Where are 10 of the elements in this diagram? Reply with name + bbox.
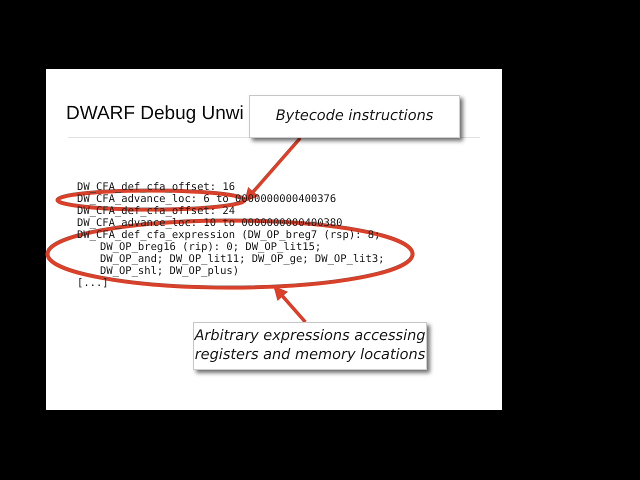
- code-line: DW_OP_breg16 (rip): 0; DW_OP_lit15;: [100, 241, 322, 253]
- code-line: DW_OP_shl; DW_OP_plus): [100, 265, 240, 277]
- callout-text: Bytecode instructions: [276, 107, 434, 126]
- callout-text: Arbitrary expressions accessing registers and memory locations: [194, 327, 426, 365]
- code-line: DW_OP_and; DW_OP_lit11; DW_OP_ge; DW_OP_lit3;: [100, 253, 384, 265]
- slide-title: DWARF Debug Unwi: [66, 103, 244, 125]
- callout-box: [249, 95, 460, 138]
- arrow: [273, 286, 307, 324]
- code-line: [...]: [77, 277, 109, 289]
- arrow: [244, 136, 302, 202]
